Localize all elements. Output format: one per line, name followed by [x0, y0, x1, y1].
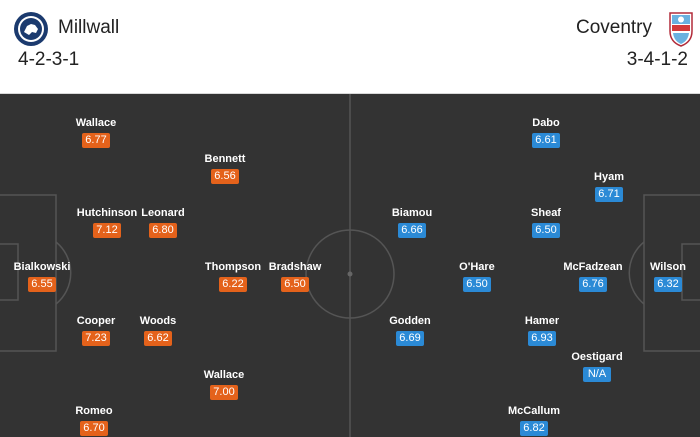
player-rating-badge: 6.66	[398, 223, 426, 238]
player-rating-badge: 6.62	[144, 331, 172, 346]
player-rating-badge: 6.69	[396, 331, 424, 346]
home-player-0[interactable]: Wallace 6.77	[56, 116, 136, 148]
player-name: Bradshaw	[268, 261, 322, 273]
player-rating-badge: 7.00	[210, 385, 238, 400]
away-formation: 3-4-1-2	[626, 49, 688, 70]
away-player-10[interactable]: McCallum 6.82	[494, 404, 574, 436]
home-player-3[interactable]: Leonard 6.80	[123, 206, 203, 238]
player-name: Thompson	[204, 261, 262, 273]
player-rating-badge: 6.61	[532, 133, 560, 148]
player-rating-badge: 6.77	[82, 133, 110, 148]
player-name: Sheaf	[531, 207, 561, 219]
player-rating-badge: 6.32	[654, 277, 682, 292]
home-team-name: Millwall	[58, 17, 120, 38]
player-name: Romeo	[75, 405, 113, 417]
home-formation: 4-2-3-1	[18, 49, 80, 70]
away-player-6[interactable]: Wilson 6.32	[628, 260, 700, 292]
away-player-5[interactable]: McFadzean 6.76	[553, 260, 633, 292]
player-name: McCallum	[508, 405, 560, 417]
player-rating-badge: 6.50	[532, 223, 560, 238]
player-rating-badge: 6.80	[149, 223, 177, 238]
player-name: Woods	[139, 315, 177, 327]
player-rating-badge: 6.56	[211, 169, 239, 184]
player-name: Oestigard	[571, 351, 623, 363]
away-player-0[interactable]: Dabo 6.61	[506, 116, 586, 148]
player-rating-badge: 6.76	[579, 277, 607, 292]
home-player-2[interactable]: Hutchinson 7.12	[67, 206, 147, 238]
home-player-10[interactable]: Romeo 6.70	[54, 404, 134, 436]
player-name: Dabo	[532, 117, 560, 129]
away-team-name: Coventry	[575, 17, 652, 38]
player-name: Wallace	[203, 369, 245, 381]
player-name: Cooper	[76, 315, 116, 327]
away-player-8[interactable]: Hamer 6.93	[502, 314, 582, 346]
player-rating-badge: 7.23	[82, 331, 110, 346]
player-rating-badge: 6.82	[520, 421, 548, 436]
pitch: Wallace 6.77 Bennett 6.56 Hutchinson 7.1…	[0, 94, 700, 437]
away-player-9[interactable]: Oestigard N/A	[557, 350, 637, 382]
pitch-markings	[0, 94, 700, 437]
coventry-elephant-crest-icon	[669, 12, 693, 47]
player-name: O'Hare	[459, 261, 495, 273]
player-name: Leonard	[141, 207, 185, 219]
away-player-7[interactable]: Godden 6.69	[370, 314, 450, 346]
millwall-lion-crest-icon	[14, 12, 48, 46]
player-name: Bialkowski	[13, 261, 71, 273]
away-player-4[interactable]: O'Hare 6.50	[437, 260, 517, 292]
player-name: McFadzean	[563, 261, 623, 273]
player-name: Hutchinson	[76, 207, 138, 219]
home-player-6[interactable]: Bradshaw 6.50	[255, 260, 335, 292]
player-name: Wallace	[75, 117, 117, 129]
player-name: Hyam	[594, 171, 624, 183]
player-rating-badge: N/A	[583, 367, 611, 382]
player-rating-badge: 7.12	[93, 223, 121, 238]
home-player-9[interactable]: Wallace 7.00	[184, 368, 264, 400]
home-player-4[interactable]: Bialkowski 6.55	[2, 260, 82, 292]
player-rating-badge: 6.71	[595, 187, 623, 202]
player-name: Bennett	[204, 153, 246, 165]
player-rating-badge: 6.22	[219, 277, 247, 292]
away-player-2[interactable]: Biamou 6.66	[372, 206, 452, 238]
player-rating-badge: 6.70	[80, 421, 108, 436]
player-rating-badge: 6.93	[528, 331, 556, 346]
player-rating-badge: 6.50	[281, 277, 309, 292]
player-name: Wilson	[650, 261, 686, 273]
away-player-3[interactable]: Sheaf 6.50	[506, 206, 586, 238]
away-player-1[interactable]: Hyam 6.71	[569, 170, 649, 202]
home-player-7[interactable]: Cooper 7.23	[56, 314, 136, 346]
player-name: Hamer	[524, 315, 560, 327]
match-header: Millwall 4-2-3-1 Coventry 3-4-1-2	[0, 0, 700, 94]
player-rating-badge: 6.55	[28, 277, 56, 292]
home-player-8[interactable]: Woods 6.62	[118, 314, 198, 346]
home-player-1[interactable]: Bennett 6.56	[185, 152, 265, 184]
player-rating-badge: 6.50	[463, 277, 491, 292]
home-player-5[interactable]: Thompson 6.22	[193, 260, 273, 292]
player-name: Biamou	[391, 207, 433, 219]
player-name: Godden	[389, 315, 431, 327]
